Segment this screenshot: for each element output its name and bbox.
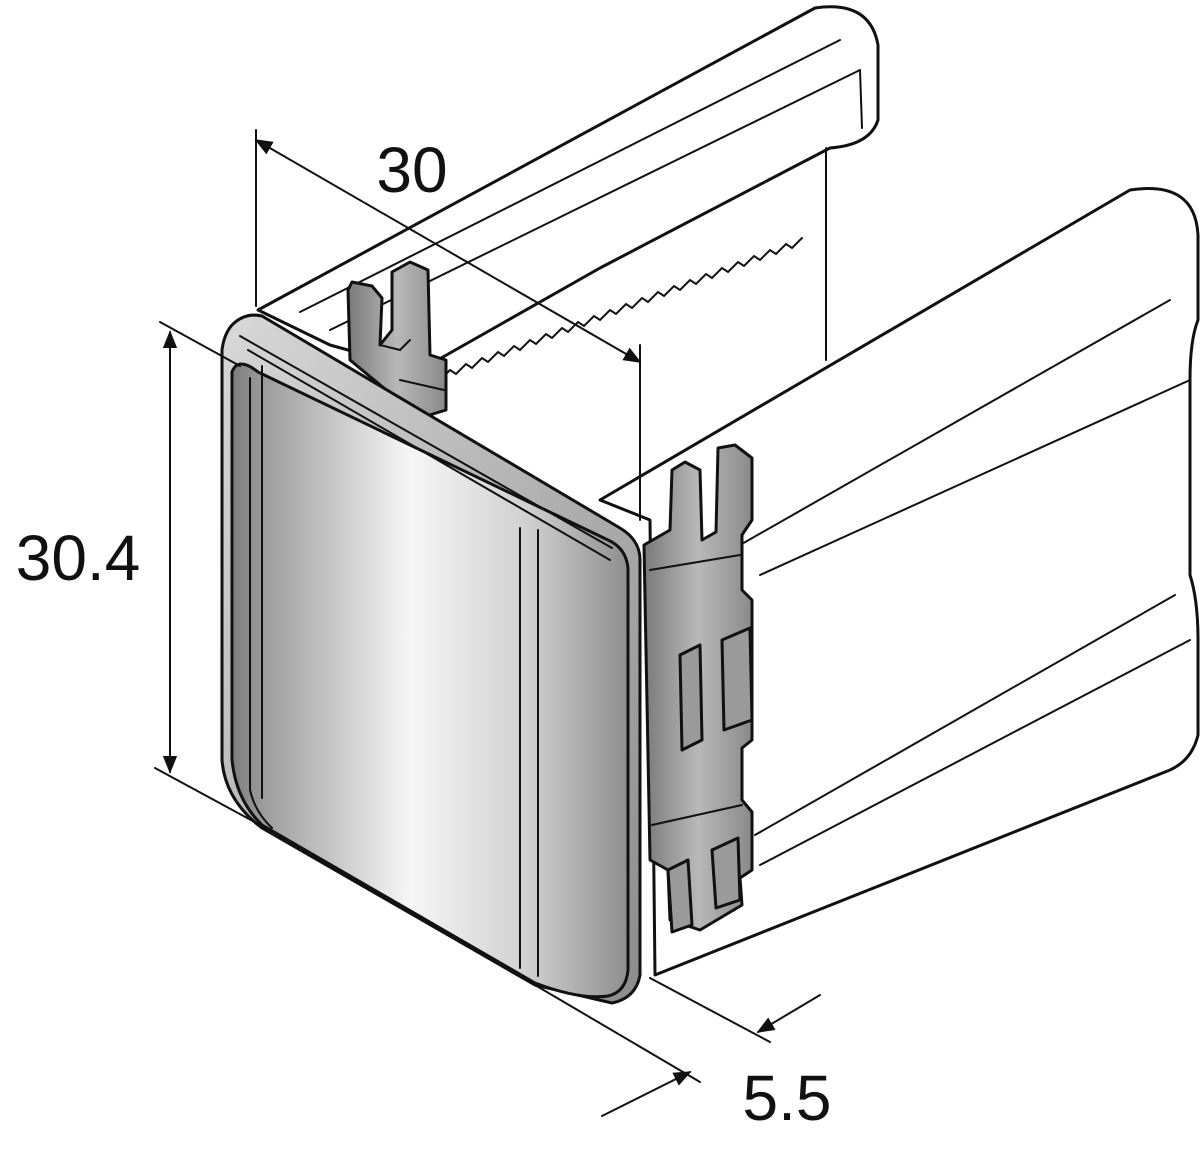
depth-label: 5.5 [743,1062,832,1134]
dimension-depth: 5.5 [534,977,832,1134]
lower-profile-rail [598,187,1200,977]
dimension-height: 30.4 [16,321,263,827]
end-cap [220,313,642,1005]
dimension-width: 30 [254,129,642,521]
height-label: 30.4 [16,522,141,594]
width-label: 30 [376,134,447,206]
side-clip [642,443,754,934]
